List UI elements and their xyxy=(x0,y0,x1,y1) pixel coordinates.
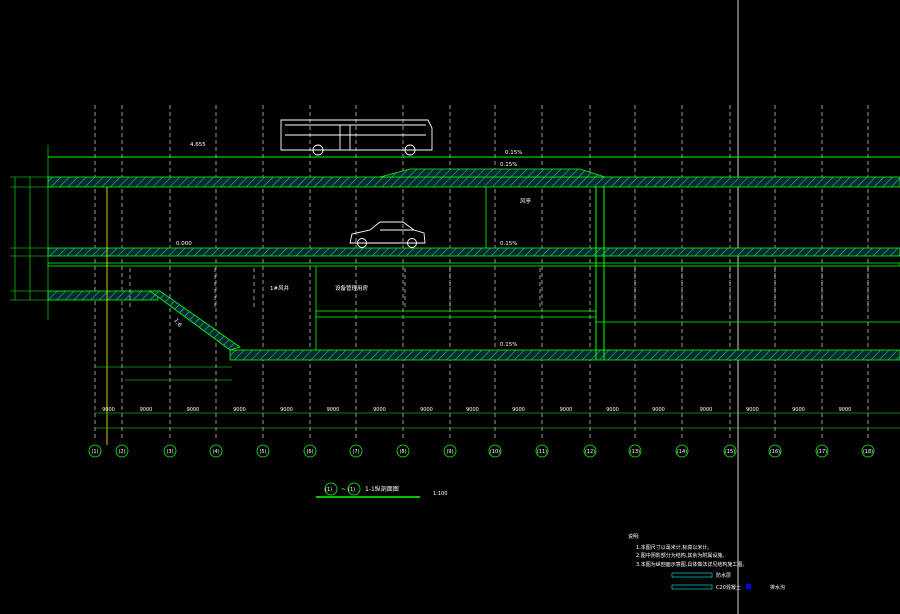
bottom-dimension-line xyxy=(95,366,900,429)
dimension-label: 9000 xyxy=(606,407,619,413)
title-end-axis: (1) xyxy=(348,487,355,493)
axis-bubble xyxy=(163,444,177,458)
platform-slab xyxy=(315,310,597,318)
upper-level-slab xyxy=(47,262,900,267)
ramp-label: 1:6 xyxy=(172,318,182,329)
title-caption: 1-1纵剖面图 xyxy=(365,485,399,493)
elevation-top-label: 4.655 xyxy=(190,142,206,148)
axis-bubble xyxy=(349,444,363,458)
axis-bubble-label: (12) xyxy=(585,449,595,455)
axis-bubble-label: (7) xyxy=(352,449,359,455)
elevation-mid-label: 0.000 xyxy=(176,241,192,247)
room-b-label: 设备管理用房 xyxy=(335,284,369,292)
legend-swatch-2 xyxy=(671,584,713,590)
note-line: 2.图中阴影部分为结构,其余为附属设施。 xyxy=(636,552,727,559)
mid-deck-slab xyxy=(47,247,900,257)
legend-swatch-3 xyxy=(746,584,751,589)
notes-heading: 说明: xyxy=(628,533,640,540)
axis-bubble xyxy=(535,444,549,458)
axis-bubble-label: (18) xyxy=(863,449,873,455)
axis-bubble-label: (14) xyxy=(677,449,687,455)
dimension-label: 9000 xyxy=(746,407,759,413)
axis-bubble xyxy=(628,444,642,458)
axis-bubble xyxy=(88,444,102,458)
dimension-label: 9000 xyxy=(420,407,433,413)
dimension-label: 9000 xyxy=(700,407,713,413)
axis-bubble xyxy=(488,444,502,458)
dimension-label: 9000 xyxy=(187,407,200,413)
axis-bubble-label: (3) xyxy=(166,449,173,455)
note-line: 1.本图尺寸以毫米计,标高以米计。 xyxy=(636,544,712,551)
axis-bubble-label: (8) xyxy=(399,449,406,455)
lower-deck-slab xyxy=(229,349,900,361)
axis-bubble-label: (1) xyxy=(91,449,98,455)
title-start-bubble xyxy=(324,482,338,496)
title-end-bubble xyxy=(347,482,361,496)
dimension-label: 9000 xyxy=(792,407,805,413)
notes-block: 说明: 1.本图尺寸以毫米计,标高以米计。 2.图中阴影部分为结构,其余为附属设… xyxy=(628,533,785,591)
axis-bubble xyxy=(768,444,782,458)
legend-swatch-1 xyxy=(671,572,713,578)
room-a-label: 1#风井 xyxy=(270,284,290,292)
roof-slab xyxy=(47,176,900,188)
grade-label-lower-deck: 0.15% xyxy=(500,342,517,348)
dimension-label: 9000 xyxy=(327,407,340,413)
title-start-axis: (1) xyxy=(325,487,332,493)
axis-bubble xyxy=(115,444,129,458)
axis-bubble xyxy=(723,444,737,458)
section-title: (1) ~ (1) 1-1纵剖面图 1:100 xyxy=(316,482,447,498)
axis-bubble-label: (4) xyxy=(212,449,219,455)
title-scale: 1:100 xyxy=(433,491,447,497)
axis-bubble xyxy=(303,444,317,458)
axis-bubble-label: (15) xyxy=(725,449,735,455)
axis-bubble-label: (17) xyxy=(817,449,827,455)
dimension-label: 9000 xyxy=(652,407,665,413)
grade-label-mid-deck: 0.15% xyxy=(500,241,517,247)
legend-label-2: C20混凝土 xyxy=(716,584,741,591)
roof-hump xyxy=(379,168,606,178)
axis-bubble-row: (1) (2) (3) (4) (5) (6) (7) (8) (9) (10) (11) (12) (… xyxy=(88,444,875,458)
axis-bubble-label: (2) xyxy=(118,449,125,455)
dimension-label: 9000 xyxy=(102,407,115,413)
structure-slabs xyxy=(47,156,900,361)
left-lower-slab xyxy=(47,290,159,301)
axis-bubble xyxy=(675,444,689,458)
car-icon xyxy=(349,221,426,248)
dimension-label: 9000 xyxy=(280,407,293,413)
note-line: 3.本图为纵剖面示意图,具体做法详见结构施工图。 xyxy=(636,561,747,568)
column-marks xyxy=(129,268,869,307)
axis-bubble-label: (16) xyxy=(770,449,780,455)
grade-label-road: 0.15% xyxy=(505,150,522,156)
axis-bubble xyxy=(861,444,875,458)
left-dimension-chain xyxy=(10,145,49,320)
bus-icon xyxy=(280,119,433,156)
axis-bubble xyxy=(209,444,223,458)
title-separator: ~ xyxy=(341,486,346,493)
axis-bubble xyxy=(443,444,457,458)
grade-label-road-right: 0.15% xyxy=(500,162,517,168)
legend-label-1: 防水层 xyxy=(716,572,731,579)
dimension-label: 9000 xyxy=(560,407,573,413)
axis-grid-lines xyxy=(94,105,869,440)
ramp-slab xyxy=(148,290,241,351)
axis-bubble xyxy=(256,444,270,458)
axis-bubble xyxy=(583,444,597,458)
dimension-label: 9000 xyxy=(233,407,246,413)
dimension-label: 9000 xyxy=(140,407,153,413)
axis-bubble-label: (10) xyxy=(490,449,500,455)
legend-label-3: 排水沟 xyxy=(770,584,785,591)
note-box-label: 风亭 xyxy=(520,197,532,205)
axis-bubble-label: (9) xyxy=(446,449,453,455)
axis-bubble xyxy=(396,444,410,458)
dimension-label: 9000 xyxy=(839,407,852,413)
dimension-label: 9000 xyxy=(466,407,479,413)
axis-bubble xyxy=(815,444,829,458)
axis-bubble-label: (6) xyxy=(306,449,313,455)
axis-bubble-label: (13) xyxy=(630,449,640,455)
dimension-label: 9000 xyxy=(512,407,525,413)
axis-bubble-label: (11) xyxy=(537,449,547,455)
axis-bubble-label: (5) xyxy=(259,449,266,455)
dimension-label: 9000 xyxy=(373,407,386,413)
